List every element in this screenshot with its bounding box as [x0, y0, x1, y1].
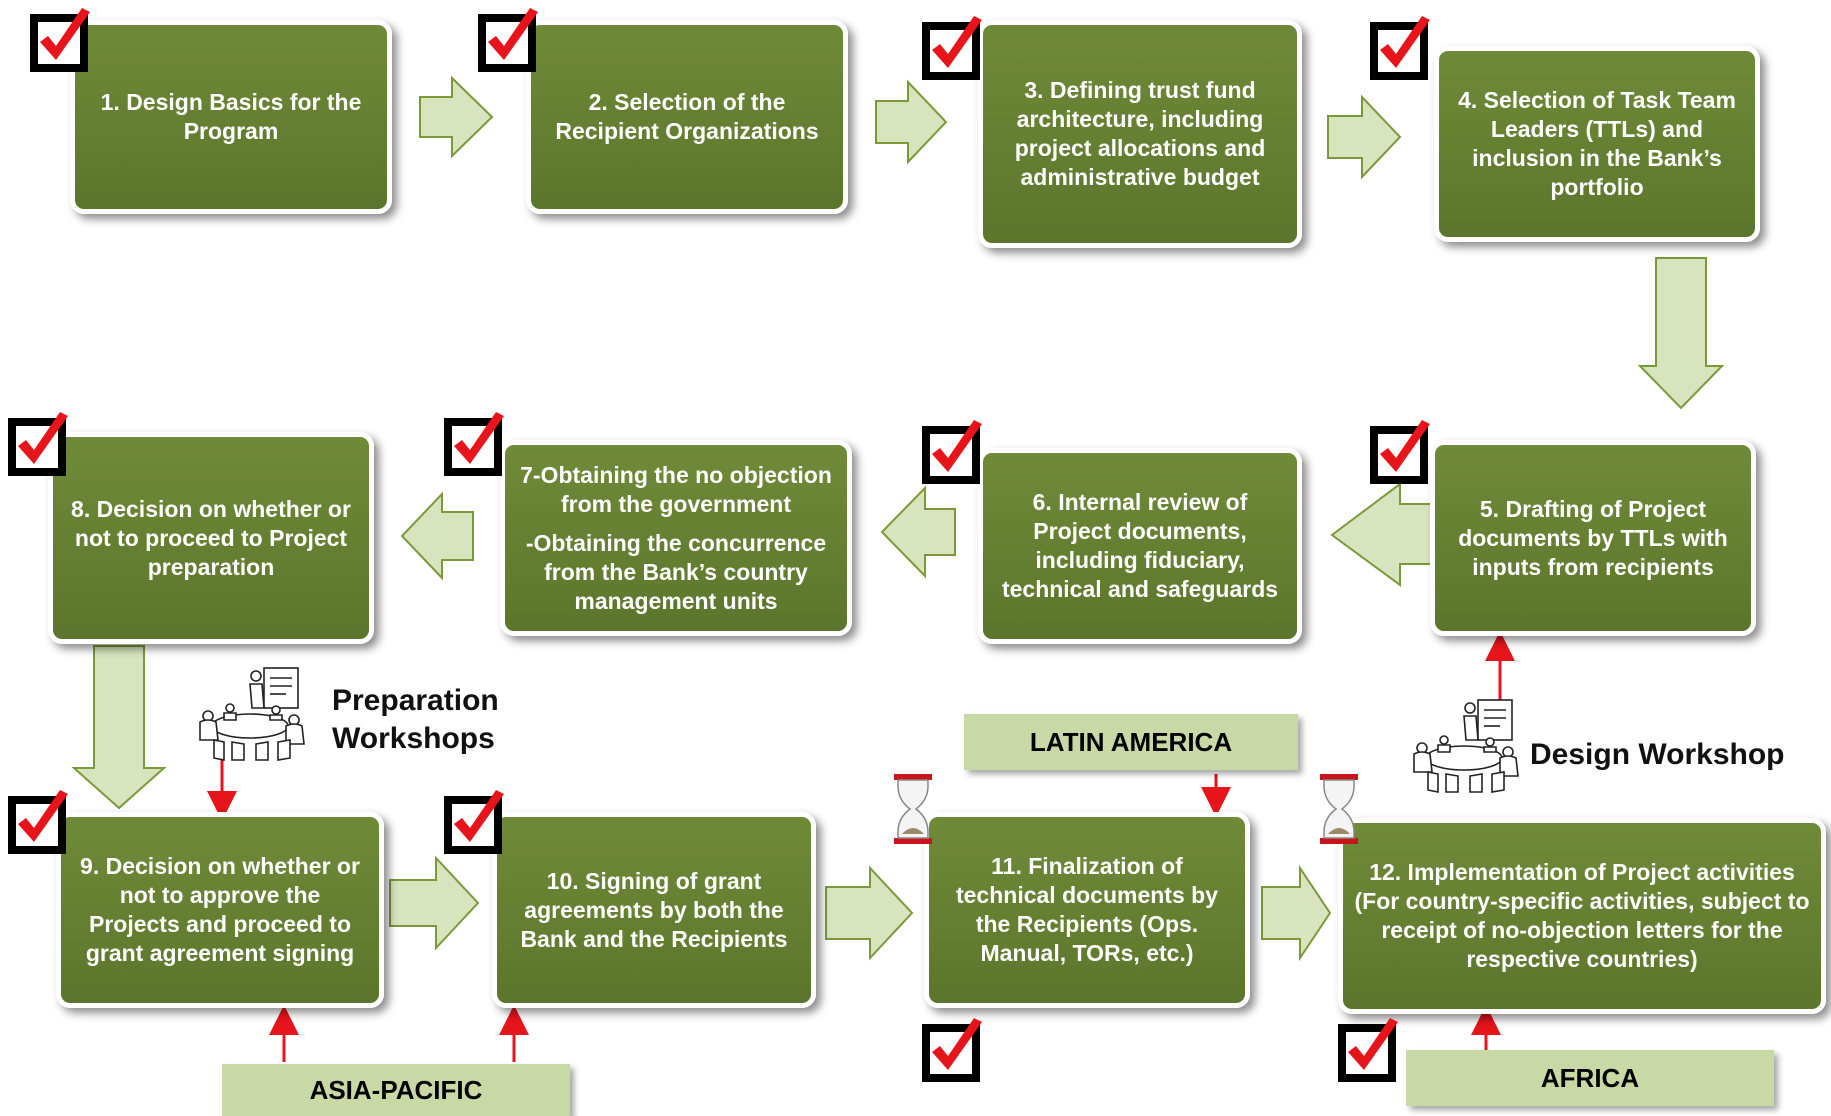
step-box-3: 3. Defining trust fund architecture, incl…: [978, 20, 1302, 248]
preparation-label-line2: Workshops: [332, 722, 495, 755]
flow-arrow-8-9: [71, 645, 167, 810]
preparation-workshops-label: Preparation Workshops: [332, 682, 499, 758]
step-text-line: 10. Signing of grant: [546, 867, 762, 894]
step-text-line: management units: [574, 587, 778, 614]
checkbox-checked-icon: [444, 790, 504, 854]
step-text-line: 4. Selection of Task Team: [1458, 87, 1736, 113]
step-text-line: from the Bank’s country: [544, 558, 808, 585]
step-text-line: grant agreement signing: [85, 940, 355, 966]
region-asia-pacific: ASIA-PACIFIC: [222, 1064, 570, 1116]
flow-arrow-10-11: [825, 865, 914, 961]
step-text-line: administrative budget: [1020, 164, 1260, 190]
flow-arrow-3-4: [1327, 94, 1402, 180]
checkbox-checked-icon: [922, 1018, 982, 1082]
step-text-line: Leaders (TTLs) and: [1490, 116, 1704, 142]
checkbox-checked-icon: [8, 790, 68, 854]
checkbox-checked-icon: [1338, 1018, 1398, 1082]
checkbox-checked-icon: [1370, 420, 1430, 484]
step-text-line: technical and safeguards: [1001, 576, 1279, 602]
step-text-line: agreements by both the: [524, 896, 784, 923]
hourglass-icon: [894, 774, 932, 844]
step-text-line: project allocations and: [1014, 135, 1266, 161]
step-text-line: technical documents by: [955, 882, 1218, 908]
checkbox-checked-icon: [30, 8, 90, 72]
step-box-9: 9. Decision on whether or not to approve …: [56, 812, 384, 1008]
step-text-line: 12. Implementation of Project activities: [1369, 859, 1795, 885]
step-text-line: Manual, TORs, etc.): [980, 940, 1194, 966]
step-text-line: 7-Obtaining the no objection: [520, 461, 832, 488]
step-text-line: Projects and proceed to: [88, 911, 351, 937]
step-text-line: documents by TTLs with: [1458, 524, 1728, 551]
step-text-line: receipt of no-objection letters for the: [1381, 917, 1783, 943]
step-text-line: Project documents,: [1033, 518, 1247, 544]
checkbox-checked-icon: [1370, 16, 1430, 80]
flow-arrow-6-7: [880, 485, 956, 579]
flow-arrow-4-5: [1637, 257, 1725, 410]
hourglass-icon: [1320, 774, 1358, 844]
design-workshop-label: Design Workshop: [1530, 738, 1785, 771]
step-text-line: 6. Internal review of: [1032, 489, 1248, 515]
step-text-line: (For country-specific activities, subjec…: [1354, 888, 1810, 914]
step-text-line: Recipient Organizations: [555, 118, 819, 144]
flow-arrow-11-12: [1261, 864, 1332, 962]
step-text-line: 1. Design Basics for the: [100, 89, 362, 115]
step-text-line: portfolio: [1550, 174, 1644, 200]
preparation-label-line1: Preparation: [332, 684, 499, 717]
step-box-12: 12. Implementation of Project activities…: [1338, 818, 1826, 1014]
step-text-line: 2. Selection of the: [588, 89, 786, 115]
step-text-line: 9. Decision on whether or: [80, 853, 360, 879]
step-text-line: from the government: [560, 490, 792, 517]
step-text-line: not to proceed to Project: [74, 524, 348, 551]
checkbox-checked-icon: [444, 412, 504, 476]
flow-arrow-2-3: [875, 79, 948, 165]
step-text-line: preparation: [147, 553, 275, 580]
region-latin-america: LATIN AMERICA: [964, 714, 1298, 770]
step-text-line: including fiduciary,: [1035, 547, 1245, 573]
checkbox-checked-icon: [922, 420, 982, 484]
meeting-table-icon: [199, 667, 305, 761]
step-text-line: Program: [183, 118, 279, 144]
step-text-line: inputs from recipients: [1472, 553, 1714, 580]
flow-arrow-1-2: [419, 75, 494, 159]
step-text-line: inclusion in the Bank’s: [1472, 145, 1722, 171]
step-text-line: 11. Finalization of: [991, 853, 1183, 879]
region-africa: AFRICA: [1406, 1050, 1774, 1106]
step-text-line: not to approve the: [119, 882, 321, 908]
step-text-line: -Obtaining the concurrence: [525, 529, 827, 556]
step-box-11: 11. Finalization of technical documents b…: [924, 812, 1250, 1008]
meeting-table-icon: [1413, 699, 1519, 793]
step-text-line: 3. Defining trust fund: [1024, 77, 1256, 103]
step-text-line: architecture, including: [1016, 106, 1264, 132]
step-text-line: respective countries): [1466, 946, 1698, 972]
flow-arrow-7-8: [400, 491, 474, 581]
checkbox-checked-icon: [8, 412, 68, 476]
step-text-line: the Recipients (Ops.: [975, 911, 1199, 937]
flow-arrow-9-10: [389, 855, 480, 951]
step-text-line: Bank and the Recipients: [520, 925, 788, 952]
step-text-line: 5. Drafting of Project: [1479, 495, 1707, 522]
step-box-6: 6. Internal review of Project documents, i…: [978, 448, 1302, 644]
checkbox-checked-icon: [478, 8, 538, 72]
flow-arrow-5-6: [1330, 482, 1435, 587]
checkbox-checked-icon: [922, 16, 982, 80]
step-text-line: 8. Decision on whether or: [71, 495, 351, 522]
